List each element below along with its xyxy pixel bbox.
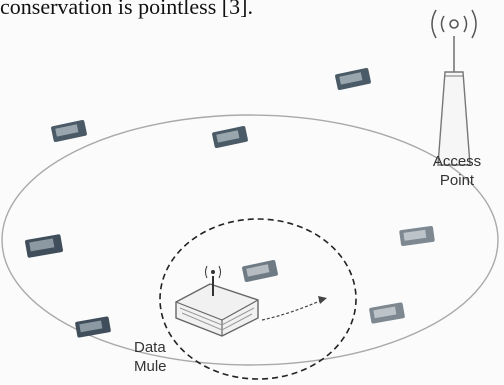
movement-arrow xyxy=(261,296,327,321)
network-boundary xyxy=(1,114,499,366)
sensor-node-icon xyxy=(242,260,278,282)
radio-tower-icon xyxy=(431,9,477,166)
sensor-node-icon xyxy=(335,68,371,90)
data-mule-label-line1: Data xyxy=(134,339,166,356)
sensor-node-icon xyxy=(75,316,111,338)
sensor-node-icon xyxy=(369,302,405,324)
sensor-node-icon xyxy=(51,120,87,142)
access-point-label-line2: Point xyxy=(439,172,475,189)
access-point-label-line1: Access xyxy=(432,153,482,170)
sensor-node-icon xyxy=(212,126,248,148)
data-mule-range xyxy=(159,218,357,380)
access-point-label: Access Point xyxy=(428,152,486,190)
caption-text: conservation is pointless [3]. xyxy=(0,0,253,19)
router-icon xyxy=(175,265,259,337)
sensor-node-icon xyxy=(399,225,435,247)
data-mule-label: Data Mule xyxy=(134,338,167,376)
data-mule-label-line2: Mule xyxy=(134,358,167,375)
sensor-node-icon xyxy=(25,234,63,258)
